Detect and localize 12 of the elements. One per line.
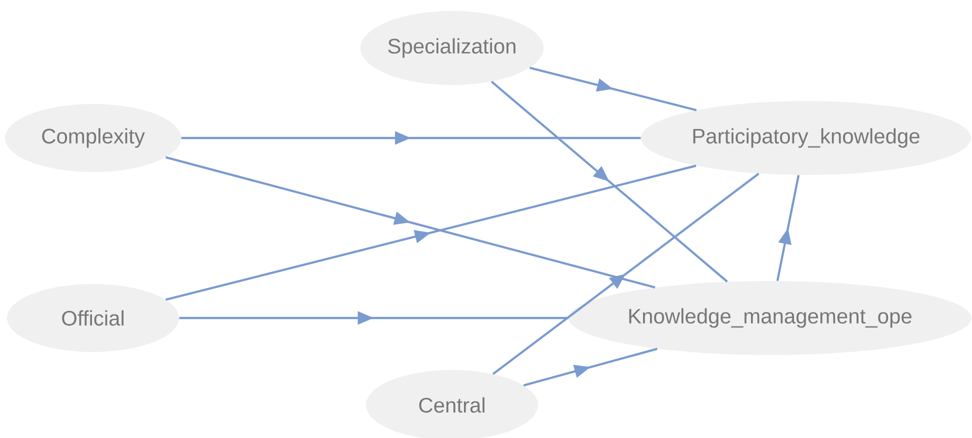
ellipse-node: Specialization (360, 11, 544, 85)
arrow (776, 174, 800, 282)
arrow (165, 164, 696, 301)
ellipse-node: Participatory_knowledge (641, 101, 971, 175)
ellipse-node: Official (7, 284, 179, 352)
ellipse-node: Complexity (5, 104, 181, 172)
arrow (165, 156, 656, 288)
arrow (492, 172, 760, 375)
arrow (490, 80, 728, 282)
ellipse-node: Knowledge_management_ope (568, 281, 972, 355)
arrow (530, 66, 697, 112)
arrow (523, 348, 658, 386)
